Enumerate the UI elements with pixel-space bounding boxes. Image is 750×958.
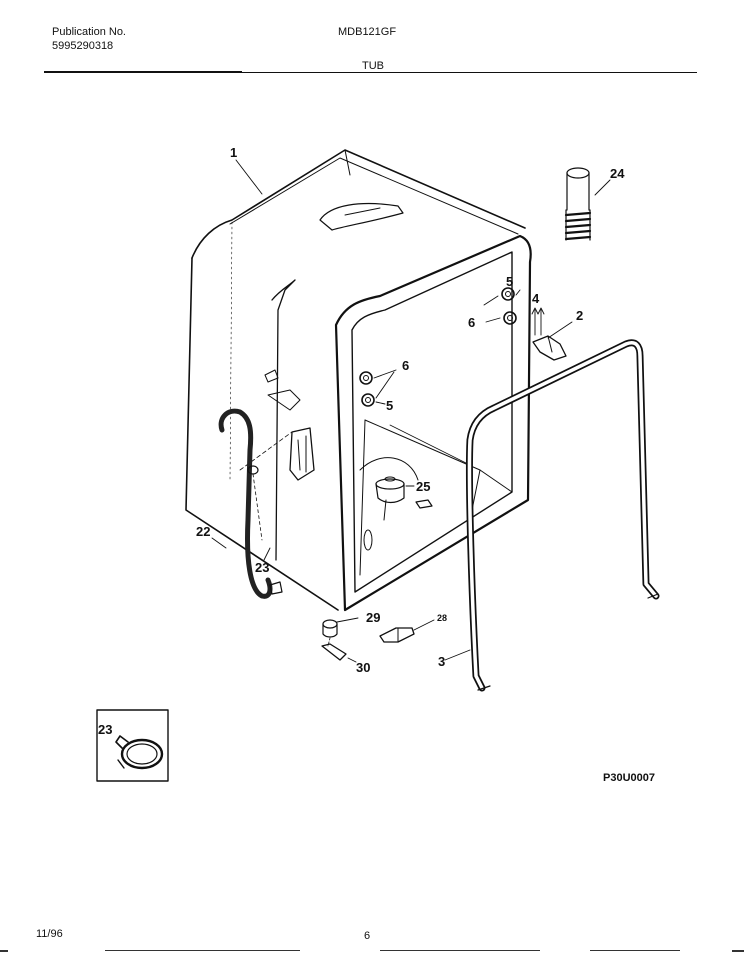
- part-30: [321, 637, 357, 663]
- callout-6-upper: 6: [468, 315, 475, 330]
- section-title: TUB: [362, 60, 384, 72]
- callout-2: 2: [576, 308, 583, 323]
- footer-scan-mark: [732, 950, 744, 952]
- publication-number: 5995290318: [52, 40, 114, 52]
- tub-body: [185, 149, 532, 612]
- fasteners-lower: [359, 369, 397, 407]
- callout-5-upper: 5: [506, 274, 513, 289]
- callout-23: 23: [255, 560, 269, 575]
- fasteners-upper: [483, 287, 521, 325]
- part-29: [322, 617, 359, 638]
- publication-label: Publication No.: [52, 26, 126, 38]
- callout-23-inset: 23: [98, 722, 112, 737]
- callout-28: 28: [437, 613, 447, 623]
- bracket-part-2: [531, 307, 573, 361]
- callout-24: 24: [610, 166, 625, 181]
- float-part-25: [375, 476, 433, 521]
- callout-3: 3: [438, 654, 445, 669]
- callout-6-lower: 6: [402, 358, 409, 373]
- vent-part-24: [564, 167, 611, 241]
- hose-22: [218, 408, 273, 599]
- footer-scan-mark: [380, 950, 540, 951]
- callout-22: 22: [196, 524, 210, 539]
- callout-5-lower: 5: [386, 398, 393, 413]
- callout-1: 1: [230, 145, 237, 160]
- header-rule-left: [44, 71, 242, 73]
- callout-25: 25: [416, 479, 430, 494]
- callout-30: 30: [356, 660, 370, 675]
- footer-date: 11/96: [36, 928, 63, 940]
- header-rule-right: [242, 72, 697, 73]
- part-28: [379, 619, 435, 643]
- callout-4: 4: [532, 291, 540, 306]
- diagram-code: P30U0007: [603, 772, 655, 784]
- callout-29: 29: [366, 610, 380, 625]
- model-number: MDB121GF: [338, 26, 397, 38]
- footer-scan-mark: [0, 950, 8, 952]
- footer-page-number: 6: [364, 930, 371, 942]
- clip-part: [269, 581, 283, 595]
- door-gasket-3: [465, 339, 660, 692]
- footer-scan-mark: [105, 950, 300, 951]
- inset-clamp-23: [96, 709, 169, 782]
- footer-scan-mark: [590, 950, 680, 951]
